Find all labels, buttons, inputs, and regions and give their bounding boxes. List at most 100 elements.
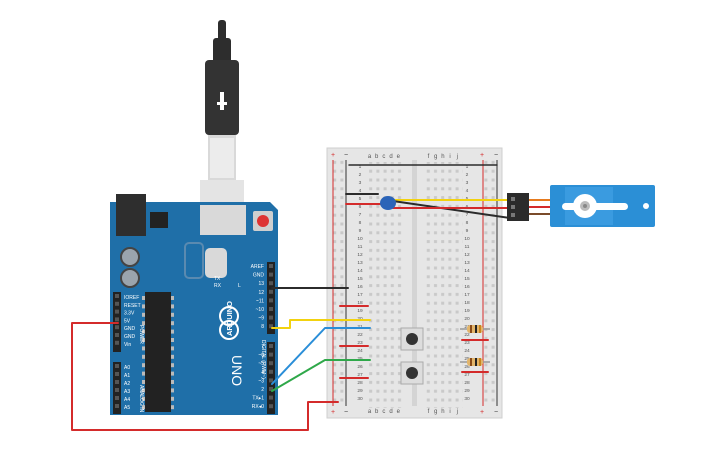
digital-pin-label-top-4: ~11 <box>256 298 264 304</box>
analog-pin-label-2: A2 <box>124 381 130 387</box>
rail-plus-bottom-right: + <box>480 409 484 416</box>
digital-header-top <box>267 262 275 334</box>
bb-row-number-3-left: 3 <box>359 180 362 186</box>
bb-row-number-28-left: 28 <box>357 380 363 386</box>
wire-pin2-green <box>271 359 371 392</box>
crystal <box>184 242 204 279</box>
capacitor-1 <box>120 247 140 267</box>
wires <box>71 164 511 431</box>
bb-col-letter-g-top: g <box>434 154 437 160</box>
wire-5v <box>71 322 339 431</box>
brand-label: ARDUINO <box>225 301 234 336</box>
servo-horn <box>562 203 628 210</box>
servo-motor <box>550 185 655 227</box>
bb-col-letter-e-bottom: e <box>397 409 401 415</box>
bb-col-letter-b-top: b <box>375 154 379 160</box>
pushbutton-1[interactable] <box>400 327 424 351</box>
rail-right-holes <box>483 160 497 406</box>
analog-pin-label-5: A5 <box>124 405 130 411</box>
power-pin-label-6: Vin <box>124 342 131 348</box>
bb-row-number-21-right: 21 <box>464 324 470 330</box>
infinity-logo-2 <box>219 320 239 340</box>
bb-row-number-17-left: 17 <box>357 292 363 298</box>
power-pin-label-4: GND <box>124 326 136 332</box>
reset-button[interactable] <box>257 215 269 227</box>
bb-row-number-4-left: 4 <box>359 188 362 194</box>
bb-col-letter-f-top: f <box>428 154 430 160</box>
digital-pin-label-bottom-5: 2 <box>261 387 264 393</box>
bb-row-number-5-left: 5 <box>359 196 362 202</box>
breadboard-trench <box>412 160 417 406</box>
bb-row-number-9-left: 9 <box>359 228 362 234</box>
rail-plus-top-right: + <box>480 152 484 159</box>
bb-row-number-11-right: 11 <box>465 244 470 250</box>
bb-row-number-16-right: 16 <box>464 284 470 290</box>
atmega-chip <box>145 292 171 412</box>
digital-pin-label-top-1: GND <box>253 273 265 279</box>
power-pin-label-0: IOREF <box>124 295 139 301</box>
bb-row-number-22-left: 22 <box>357 332 363 338</box>
rail-minus-bottom-left: − <box>344 409 348 416</box>
analog-title: ANALOG IN <box>138 385 144 413</box>
digital-pin-label-top-5: ~10 <box>256 307 265 313</box>
power-jack <box>116 194 146 236</box>
rail-minus-top-left: − <box>344 152 348 159</box>
analog-pin-label-1: A1 <box>124 373 130 379</box>
bb-col-letter-h-top: h <box>441 154 444 160</box>
bb-row-number-16-left: 16 <box>357 284 363 290</box>
bb-col-letter-i-top: i <box>449 154 450 160</box>
bb-col-letter-g-bottom: g <box>434 409 437 415</box>
bb-row-number-15-right: 15 <box>464 276 470 282</box>
bb-row-number-27-right: 27 <box>464 372 470 378</box>
bb-row-number-3-right: 3 <box>466 180 469 186</box>
digital-pin-label-bottom-0: 7 <box>261 344 264 350</box>
digital-pin-label-bottom-3: 4 <box>261 370 264 376</box>
tx-led-label: TX <box>214 276 221 282</box>
bb-col-letter-h-bottom: h <box>441 409 444 415</box>
digital-pin-label-bottom-6: TX▸1 <box>252 396 264 402</box>
rail-minus-bottom-right: − <box>494 409 498 416</box>
bb-row-number-27-left: 27 <box>357 372 363 378</box>
bb-col-letter-f-bottom: f <box>428 409 430 415</box>
bb-row-number-1-right: 1 <box>466 164 469 170</box>
wire-pin9-yellow <box>271 319 371 329</box>
rail-left-holes <box>332 160 346 406</box>
digital-pin-label-bottom-7: RX◂0 <box>252 404 264 410</box>
bb-row-number-18-right: 18 <box>464 300 470 306</box>
bb-row-number-18-left: 18 <box>357 300 363 306</box>
bb-row-number-12-right: 12 <box>464 252 470 258</box>
bb-row-number-25-right: 25 <box>464 356 470 362</box>
terminal-right-holes <box>425 162 463 408</box>
bb-col-letter-e-top: e <box>397 154 401 160</box>
bb-col-letter-i-bottom: i <box>449 409 450 415</box>
digital-pin-label-bottom-2: ~5 <box>258 361 264 367</box>
bb-row-number-24-left: 24 <box>357 348 363 354</box>
bb-row-number-20-right: 20 <box>464 316 470 322</box>
bb-row-number-7-left: 7 <box>359 212 362 218</box>
bb-row-number-7-right: 7 <box>466 212 469 218</box>
bb-col-letter-j-bottom: j <box>456 409 458 415</box>
bb-col-letter-a-bottom: a <box>368 409 372 415</box>
bb-row-number-11-left: 11 <box>358 244 363 250</box>
rail-minus-top-right: − <box>494 152 498 159</box>
bb-row-number-10-left: 10 <box>357 236 363 242</box>
resistor-1 <box>460 325 490 333</box>
bb-row-number-15-left: 15 <box>357 276 363 282</box>
bb-row-number-12-left: 12 <box>357 252 363 258</box>
bb-row-number-10-right: 10 <box>464 236 470 242</box>
bb-row-number-14-left: 14 <box>357 268 363 274</box>
digital-header-bottom <box>267 342 275 414</box>
bb-row-number-19-right: 19 <box>464 308 470 314</box>
bb-row-number-8-right: 8 <box>466 220 469 226</box>
bb-row-number-4-right: 4 <box>466 188 469 194</box>
bb-row-number-23-left: 23 <box>357 340 363 346</box>
pushbutton-2[interactable] <box>400 361 424 385</box>
rx-led-label: RX <box>214 283 222 289</box>
bb-col-letter-d-bottom: d <box>389 409 392 415</box>
rail-plus-bottom-left: + <box>331 409 335 416</box>
bb-row-number-29-right: 29 <box>464 388 470 394</box>
digital-title: DIGITAL (PWM~) <box>260 340 266 379</box>
bb-row-number-13-right: 13 <box>464 260 470 266</box>
servo-mount-hole <box>643 203 649 209</box>
